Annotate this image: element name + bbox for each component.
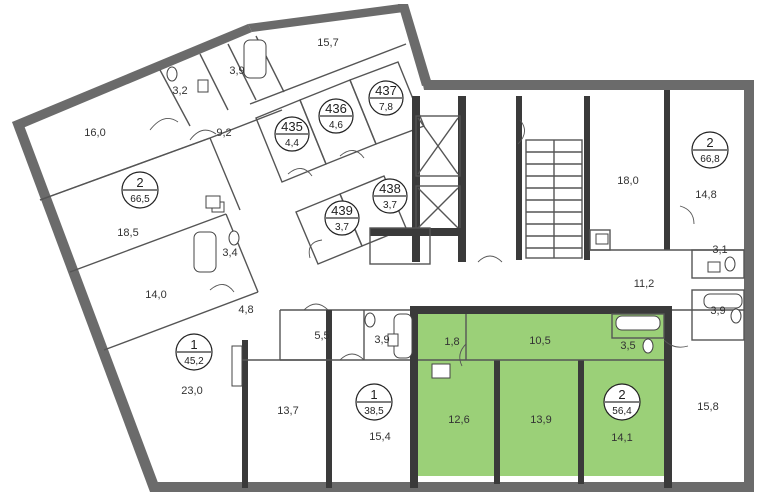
toilet-icon [642,338,654,354]
room-area-label: 14,1 [611,432,632,444]
room-area-label: 3,9 [229,65,244,77]
room-area-label: 4,8 [238,304,253,316]
apartment-badge[interactable]: 2 66,8 [691,131,729,169]
apartment-badge[interactable]: 2 66,5 [121,171,159,209]
toilet-icon [228,230,240,246]
room-area-label: 3,5 [620,340,635,352]
bathtub-icon [703,293,743,309]
room-area-label: 3,9 [710,305,725,317]
room-area-label: 10,5 [529,335,550,347]
svg-text:1: 1 [190,337,197,352]
toilet-icon [730,308,742,324]
room-area-label: 12,6 [448,414,469,426]
svg-text:4,6: 4,6 [329,120,343,131]
svg-text:4,4: 4,4 [285,138,299,149]
room-area-label: 15,8 [697,401,718,413]
storage-badge[interactable]: 436 4,6 [318,98,354,134]
svg-text:435: 435 [281,119,303,134]
room-area-label: 3,1 [712,244,727,256]
room-area-label: 13,9 [530,414,551,426]
svg-text:436: 436 [325,101,347,116]
sink-icon [197,79,209,93]
room-area-label: 5,5 [314,330,329,342]
toilet-icon [724,256,736,272]
apartment-badge-selected[interactable]: 2 56,4 [603,383,641,421]
room-labels: 15,7 3,9 3,2 16,0 9,2 18,5 3,4 14,0 4,8 … [84,37,727,444]
apartment-badge[interactable]: 1 38,5 [355,383,393,421]
storage-badge[interactable]: 437 7,8 [368,80,404,116]
kitchen-counter-icon [231,345,243,387]
room-area-label: 15,4 [369,431,390,443]
room-area-label: 16,0 [84,127,105,139]
storage-badge[interactable]: 435 4,4 [274,116,310,152]
svg-text:437: 437 [375,83,397,98]
svg-text:438: 438 [379,181,401,196]
apartment-badge[interactable]: 1 45,2 [175,333,213,371]
room-area-label: 9,2 [216,127,231,139]
svg-text:3,7: 3,7 [383,200,397,211]
bathtub-icon [243,39,267,79]
room-area-label: 13,7 [277,405,298,417]
room-area-label: 15,7 [317,37,338,49]
svg-text:66,5: 66,5 [130,194,150,205]
fixtures [166,39,743,387]
kitchen-counter-icon [431,363,451,379]
storage-badge[interactable]: 438 3,7 [372,178,408,214]
apartment-badges: 2 66,5 1 45,2 1 38,5 2 56,4 2 66,8 [121,80,729,421]
svg-text:45,2: 45,2 [184,356,204,367]
room-area-label: 18,0 [617,175,638,187]
kitchen-counter-icon [595,233,609,245]
room-area-label: 3,2 [172,85,187,97]
outer-walls [12,4,754,492]
toilet-icon [166,66,178,82]
room-area-label: 14,8 [695,189,716,201]
kitchen-counter-icon [205,195,221,209]
svg-text:66,8: 66,8 [700,154,720,165]
door-swings [149,117,695,367]
svg-text:7,8: 7,8 [379,102,393,113]
toilet-icon [364,312,376,328]
interior-walls [39,35,745,488]
svg-text:439: 439 [331,203,353,218]
room-area-label: 23,0 [181,385,202,397]
svg-text:2: 2 [136,175,143,190]
selected-apartment-fill[interactable] [418,312,668,476]
bathtub-icon [615,315,661,331]
bathtub-icon [193,231,217,273]
svg-text:2: 2 [618,387,625,402]
sink-icon [707,261,721,273]
room-area-label: 1,8 [444,336,459,348]
room-area-label: 3,9 [374,334,389,346]
svg-text:3,7: 3,7 [335,222,349,233]
svg-text:38,5: 38,5 [364,406,384,417]
room-area-label: 14,0 [145,289,166,301]
svg-text:2: 2 [706,135,713,150]
room-area-label: 3,4 [222,247,237,259]
stair-treads [526,140,582,258]
storage-badge[interactable]: 439 3,7 [324,200,360,236]
svg-text:1: 1 [370,387,377,402]
svg-text:56,4: 56,4 [612,406,632,417]
sink-icon [387,333,399,347]
room-area-label: 11,2 [634,278,655,290]
room-area-label: 18,5 [117,227,138,239]
